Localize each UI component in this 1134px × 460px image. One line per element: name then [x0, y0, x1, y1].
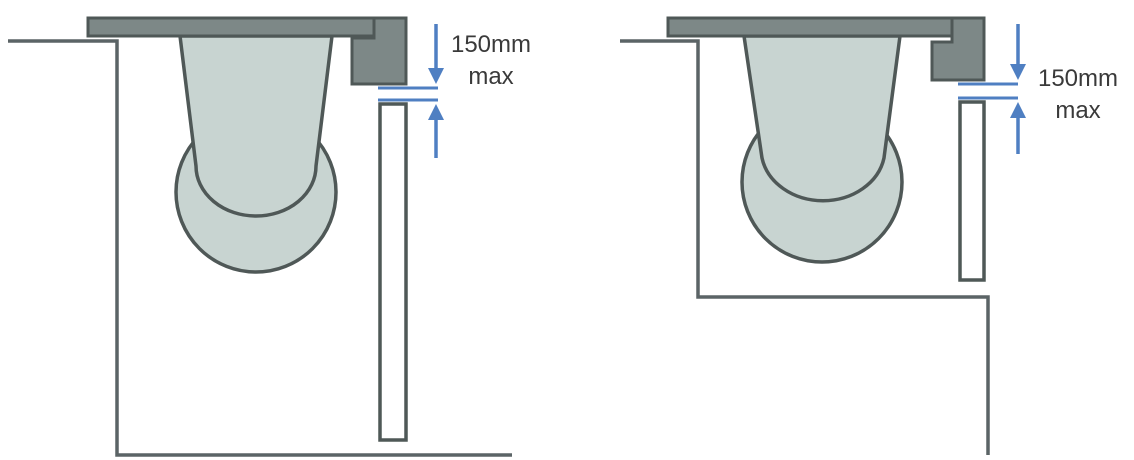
dimension-label-line2-left: max: [468, 63, 513, 90]
arrow-up-icon: [428, 104, 444, 120]
mounting-plate-right: [666, 16, 954, 38]
diagram-right: 150mm max: [620, 16, 1118, 455]
diagram-left: 150mm max: [8, 16, 531, 457]
arrow-down-icon: [428, 68, 444, 84]
dimension-arrows-right: [1010, 24, 1026, 154]
caster-right: [740, 34, 904, 264]
arrow-down-icon: [1010, 64, 1026, 80]
floor-outline-left: [8, 39, 512, 457]
dimension-label-line2-right: max: [1055, 97, 1100, 124]
side-panel-left: [378, 102, 408, 442]
caster-left: [174, 34, 338, 274]
side-panel-right: [958, 100, 986, 282]
dimension-arrows-left: [428, 24, 444, 158]
bracket-left: [350, 16, 408, 86]
caster-fork-left: [178, 34, 334, 218]
bracket-right: [930, 16, 986, 82]
dimension-label-line1-right: 150mm: [1038, 65, 1118, 92]
caster-fork-right: [741, 34, 902, 203]
mounting-plate-left: [86, 16, 376, 38]
dimension-label-line1-left: 150mm: [451, 31, 531, 58]
floor-outline-right: [620, 39, 990, 455]
arrow-up-icon: [1010, 102, 1026, 118]
